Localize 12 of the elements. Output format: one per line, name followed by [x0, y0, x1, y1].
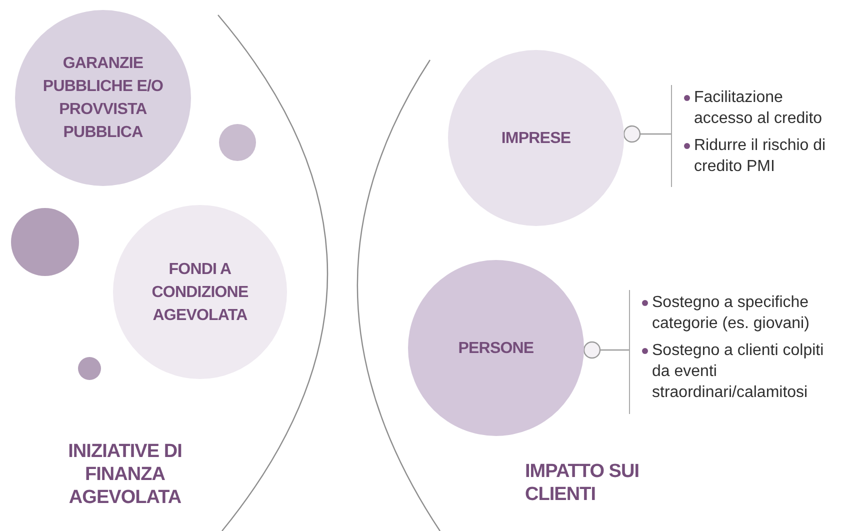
circle-title: PERSONE: [458, 338, 534, 358]
bullet-text: Sostegno a clienti colpiti da eventi straordinari/calamitosi: [652, 341, 825, 403]
connector-line: [583, 341, 629, 359]
section-title: INIZIATIVE DI FINANZA AGEVOLATA: [67, 440, 183, 509]
circle-title: FONDI A CONDIZIONE AGEVOLATA: [150, 260, 250, 326]
bullet-text: Facilitazione accesso al credito: [694, 88, 824, 129]
connector-line: [623, 125, 671, 143]
bullet-text: Sostegno a specifiche categorie (es. giovani): [652, 293, 810, 334]
circle-title: GARANZIE PUBBLICHE E/O PROVVISTA PUBBLICA: [42, 54, 164, 143]
bullet-text: Ridurre il rischio di credito PMI: [694, 136, 827, 177]
circle-title: IMPRESE: [501, 128, 571, 148]
section-title: IMPATTO SUI CLIENTI: [525, 460, 640, 506]
